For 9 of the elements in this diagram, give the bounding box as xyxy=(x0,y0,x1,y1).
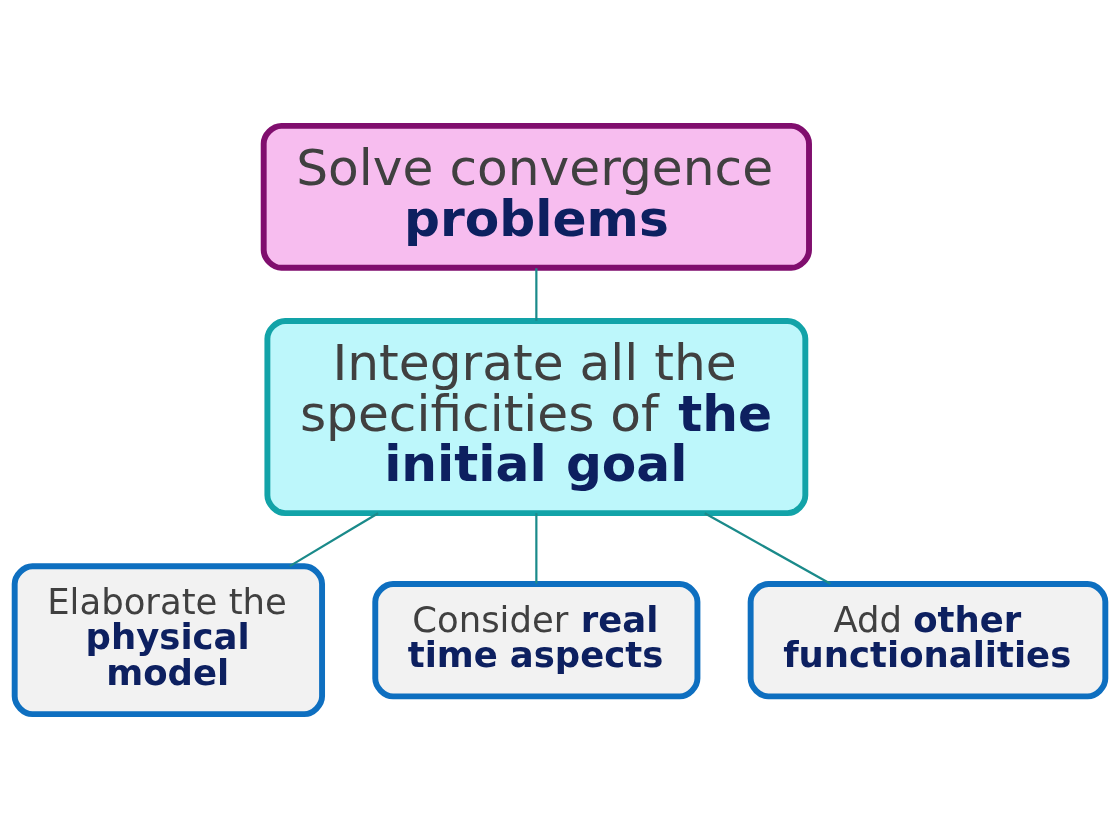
connector xyxy=(535,513,538,584)
node-box: Elaborate the physical model xyxy=(11,563,326,718)
node-box: Add other functionalities xyxy=(747,581,1109,700)
node-box: Integrate all the specificities of the initial goal xyxy=(264,318,809,517)
connector xyxy=(704,512,831,585)
connector xyxy=(535,268,538,321)
connector xyxy=(289,512,379,568)
node-box: Solve convergence problems xyxy=(260,122,812,271)
node-box: Consider real time aspects xyxy=(372,581,701,700)
